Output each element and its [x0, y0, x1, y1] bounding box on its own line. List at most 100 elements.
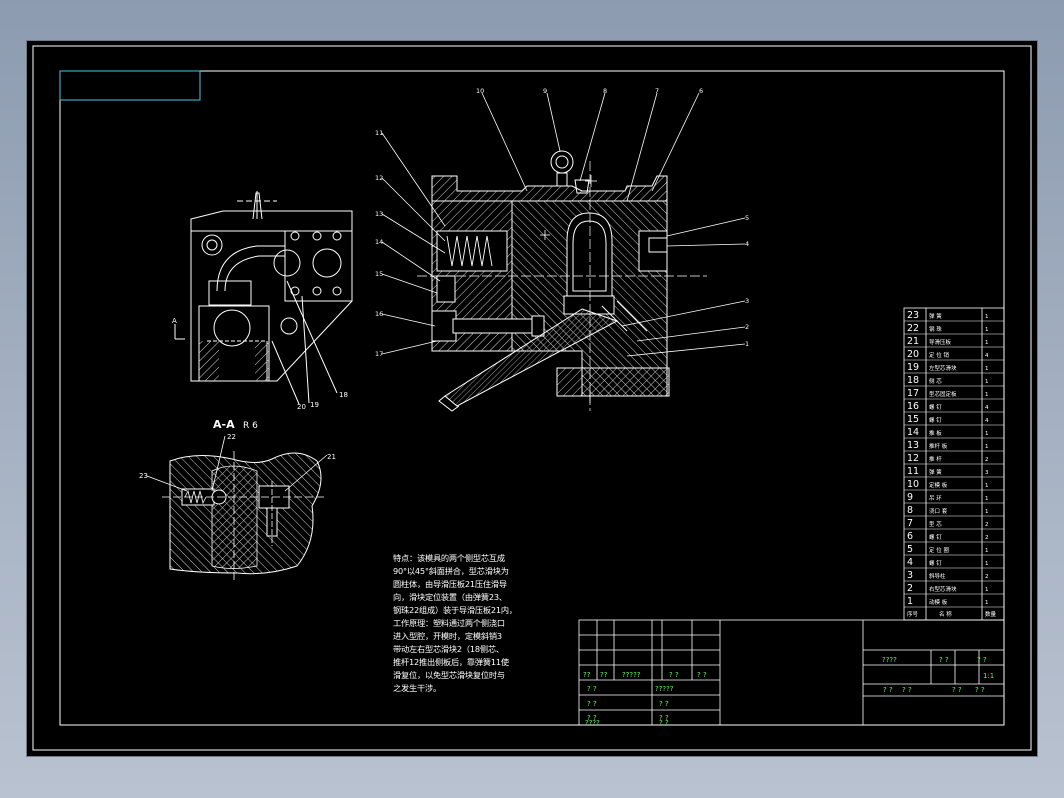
section-title: A-A	[213, 418, 235, 431]
main-leaders	[381, 92, 746, 357]
tb-right-mid-3: ? ?	[952, 686, 962, 694]
part-number: 5	[907, 544, 913, 555]
section-leader-21: 21	[327, 453, 336, 461]
section-title-suffix: R 6	[243, 421, 258, 431]
note-line: 工作原理：塑料通过两个侧浇口	[393, 618, 505, 628]
tb-r2-b: ? ?	[659, 700, 669, 708]
tb-left-5: ? ?	[697, 671, 707, 679]
part-qty: 1	[985, 587, 989, 593]
part-number: 1	[907, 596, 913, 607]
title-block	[578, 619, 1005, 726]
part-qty: 1	[985, 600, 989, 606]
tb-r1-b: ?????	[655, 685, 674, 693]
note-line: 进入型腔，开模时，定模斜销3	[393, 631, 502, 641]
part-number: 17	[907, 388, 919, 399]
part-number: 3	[907, 570, 913, 581]
leader-9: 9	[543, 87, 547, 95]
note-line: 90°以45°斜面拼合，型芯滑块为	[393, 566, 509, 576]
part-qty: 1	[985, 496, 989, 502]
part-number: 21	[907, 336, 919, 347]
leader-13: 13	[375, 210, 383, 218]
note-line: 推杆12推出侧板后，靠弹簧11使	[393, 657, 509, 667]
parts-header-qty: 数量	[985, 610, 997, 618]
cad-drawing-canvas: 18 19 20 A A-A R 6 23 22 21	[32, 45, 1032, 751]
part-qty: 1	[985, 379, 989, 385]
inner-frame	[59, 70, 1005, 726]
tb-right-top-1: ????	[882, 656, 897, 664]
note-line: 特点：该模具的两个侧型芯互成	[393, 553, 505, 563]
tb-scale: 1:1	[983, 672, 994, 680]
leader-3: 3	[745, 297, 749, 305]
part-number: 10	[907, 479, 919, 490]
tb-r4-b: ? ?	[659, 719, 669, 727]
tb-right-mid-4: ? ?	[975, 686, 985, 694]
part-name: 型 芯	[929, 520, 942, 528]
part-qty: 4	[985, 353, 989, 359]
part-name: 钢 珠	[929, 325, 942, 333]
leader-10: 10	[476, 87, 484, 95]
part-qty: 1	[985, 509, 989, 515]
leader-11: 11	[375, 129, 383, 137]
part-name: 弹 簧	[929, 468, 942, 476]
leader-16: 16	[375, 310, 383, 318]
tb-left-4: ? ?	[669, 671, 679, 679]
part-number: 16	[907, 401, 919, 412]
tb-r2-a: ? ?	[587, 700, 597, 708]
tb-r3-a: ? ?	[587, 714, 597, 722]
parts-header-no: 序号	[907, 610, 919, 618]
part-name: 导滑压板	[929, 338, 952, 346]
part-number: 6	[907, 531, 913, 542]
part-qty: 2	[985, 535, 989, 541]
part-number: 20	[907, 349, 919, 360]
tb-right-top-2: ? ?	[939, 656, 949, 664]
leader-14: 14	[375, 238, 383, 246]
note-line: 带动左右型芯滑块2（18侧芯、	[393, 644, 504, 654]
part-number: 19	[907, 362, 919, 373]
tb-right-mid-2: ? ?	[902, 686, 912, 694]
section-leader-22: 22	[227, 433, 236, 441]
part-name: 定模 板	[929, 481, 948, 489]
part-name: 螺 钉	[929, 533, 942, 541]
part-number: 8	[907, 505, 913, 516]
part-name: 左型芯滑块	[929, 364, 957, 372]
leader-15: 15	[375, 270, 383, 278]
part-number: 22	[907, 323, 919, 334]
part-name: 吊 环	[929, 495, 942, 502]
part-qty: 4	[985, 405, 989, 411]
parts-header-name: 名 称	[939, 610, 952, 618]
part-name: 定 位 销	[929, 351, 949, 359]
tb-r4-a: ????	[585, 719, 600, 727]
part-qty: 2	[985, 574, 989, 580]
design-notes: 特点：该模具的两个侧型芯互成 90°以45°斜面拼合，型芯滑块为 圆柱体，由导滑…	[393, 552, 517, 695]
leader-17: 17	[375, 350, 383, 358]
part-name: 型芯固定板	[929, 390, 957, 398]
side-leader-20: 20	[297, 403, 306, 411]
part-name: 推 杆	[929, 455, 942, 463]
side-leader-19: 19	[310, 401, 319, 409]
note-line: 向，滑块定位装置（由弹簧23、	[393, 592, 507, 602]
part-name: 弹 簧	[929, 312, 942, 320]
outer-frame	[32, 45, 1032, 751]
tb-left-2: ??	[600, 671, 608, 679]
note-line: 滑复位，以免型芯滑块复位时与	[393, 670, 505, 680]
part-name: 动模 板	[929, 598, 948, 606]
part-qty: 2	[985, 457, 989, 463]
leader-1: 1	[745, 340, 749, 348]
part-name: 螺 钉	[929, 559, 942, 567]
tb-right-top-3: ? ?	[977, 656, 987, 664]
part-qty: 1	[985, 561, 989, 567]
view-arrow-label: A	[172, 317, 177, 325]
part-number: 7	[907, 518, 913, 529]
leader-2: 2	[745, 323, 749, 331]
part-number: 15	[907, 414, 919, 425]
leader-7: 7	[655, 87, 659, 95]
part-qty: 1	[985, 483, 989, 489]
part-number: 11	[907, 466, 919, 477]
part-qty: 3	[985, 470, 989, 476]
part-qty: 2	[985, 522, 989, 528]
part-name: 定 位 圈	[929, 546, 949, 554]
cad-viewport[interactable]: 18 19 20 A A-A R 6 23 22 21	[27, 41, 1037, 756]
leader-12: 12	[375, 174, 383, 182]
part-qty: 1	[985, 314, 989, 320]
